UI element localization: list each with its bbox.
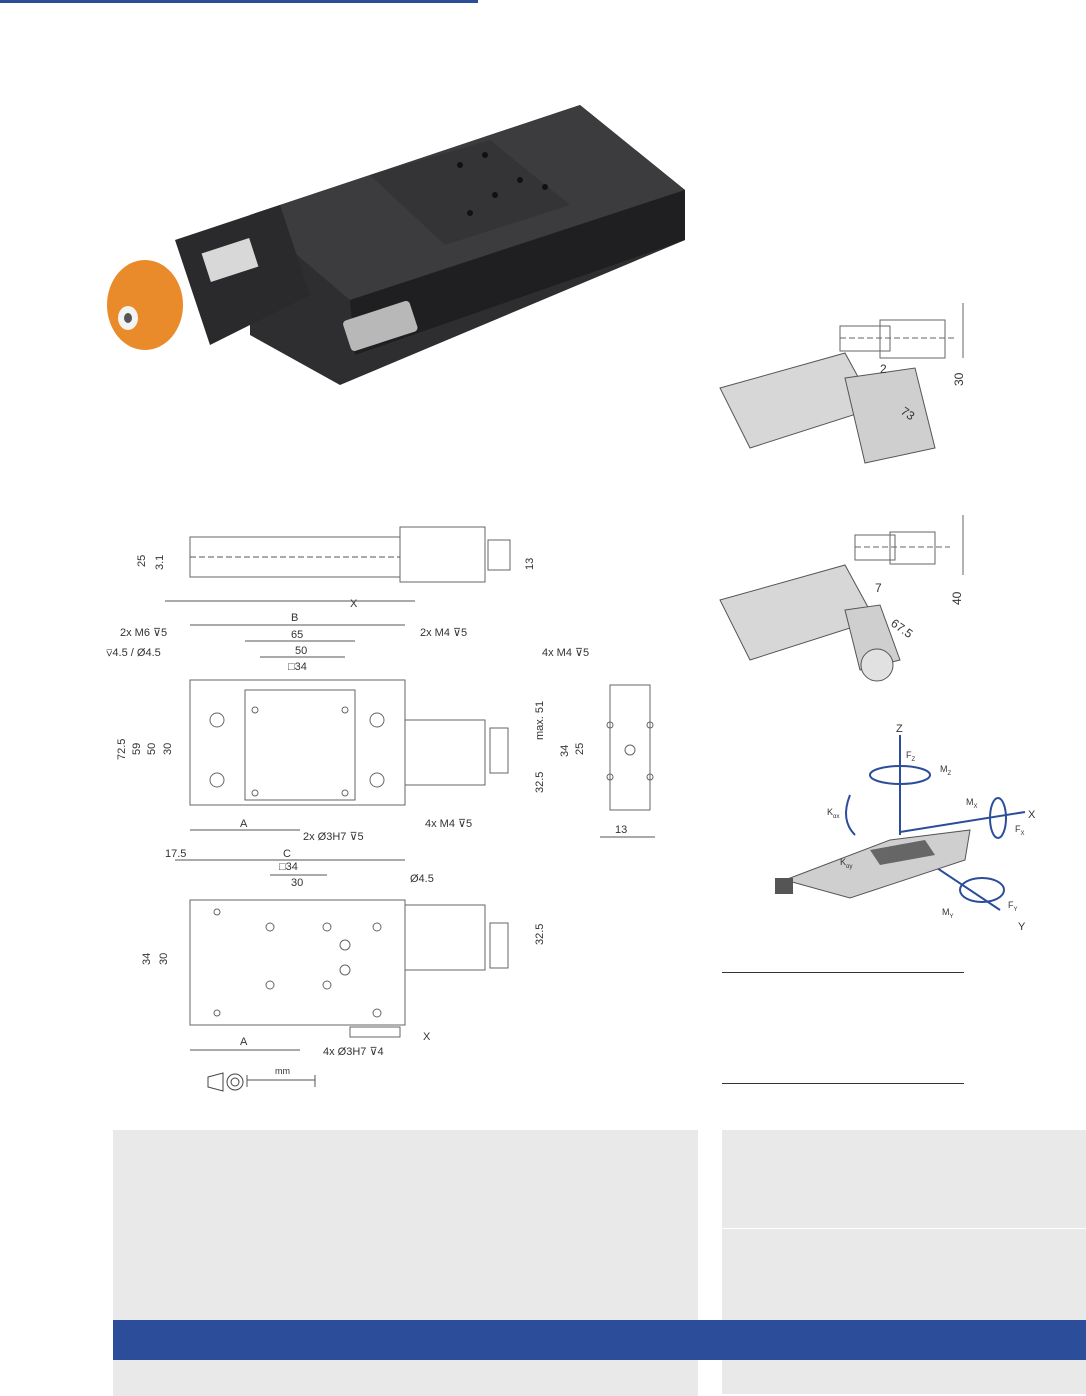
svg-text:FY: FY: [1008, 900, 1018, 913]
dim-30-motor: 30: [952, 372, 966, 386]
dim-50: 50: [295, 645, 307, 657]
label-mz-sub: Z: [948, 771, 952, 777]
technical-drawing: 25 3.1 13 X B 65 50 □34 2x M6 ⊽5 2x M4 ⊽…: [105, 526, 655, 1092]
dim-b: B: [291, 612, 298, 624]
axis-x: X: [1028, 809, 1036, 821]
dim-2: 2: [880, 362, 887, 376]
spec-panel-right-bottom: [722, 1229, 1086, 1394]
label-kax-sub: αx: [833, 814, 839, 820]
axis-y: Y: [1018, 921, 1026, 933]
label-fz: F: [906, 750, 912, 760]
dim-67-5: 67.5: [888, 616, 915, 641]
label-2x-3h7: 2x Ø3H7 ⊽5: [303, 831, 364, 843]
dim-a-bottom: A: [240, 1036, 248, 1048]
dim-30: 30: [162, 743, 174, 755]
motor-variant-2: 7 40 67.5: [719, 515, 964, 682]
svg-text:FZ: FZ: [906, 750, 916, 763]
dim-sq34: □34: [288, 661, 307, 673]
dim-end-34: 34: [559, 745, 571, 757]
dim-40: 40: [950, 591, 964, 605]
label-mz: M: [940, 764, 948, 774]
svg-text:Kαx: Kαx: [827, 807, 839, 820]
dim-59: 59: [131, 743, 143, 755]
dim-72-5: 72.5: [116, 739, 128, 760]
dim-50-v: 50: [146, 743, 158, 755]
rule-top: [722, 972, 964, 973]
dim-bottom-sq34: □34: [279, 861, 298, 873]
label-kay: K: [840, 857, 846, 867]
label-fz-sub: Z: [912, 757, 916, 763]
label-kay-sub: αy: [846, 864, 852, 870]
axis-z: Z: [896, 723, 903, 735]
spec-panel-right-top: [722, 1130, 1086, 1228]
svg-text:FX: FX: [1015, 824, 1025, 837]
dim-a-main: A: [240, 818, 248, 830]
axis-x-bottom: X: [423, 1031, 431, 1043]
dim-bottom-30-v: 30: [158, 953, 170, 965]
spec-panel-divider: [722, 1228, 1086, 1229]
label-mx: M: [966, 797, 974, 807]
dim-bottom-34: 34: [141, 953, 153, 965]
dim-3-1: 3.1: [154, 555, 166, 570]
label-mx-sub: X: [974, 804, 978, 810]
force-moment-diagram: Z X Y FZ MZ MX FX MY FY Kαx Kαy: [775, 723, 1036, 933]
label-4x-m4-bot: 4x M4 ⊽5: [425, 818, 472, 830]
motor-variant-1: 2 30 73: [719, 303, 966, 464]
label-d45: Ø4.5: [410, 873, 434, 885]
label-end-4x-m4: 4x M4 ⊽5: [542, 647, 589, 659]
svg-text:MX: MX: [966, 797, 978, 810]
footer-bar: [113, 1320, 1086, 1360]
label-fx-sub: X: [1021, 831, 1025, 837]
label-my-sub: Y: [950, 914, 954, 920]
label-fy-sub: Y: [1014, 907, 1018, 913]
label-fx: F: [1015, 824, 1021, 834]
dim-bottom-30: 30: [291, 877, 303, 889]
label-4x-3h7: 4x Ø3H7 ⊽4: [323, 1046, 384, 1058]
dim-max-51: max. 51: [534, 701, 546, 740]
svg-text:MZ: MZ: [940, 764, 952, 777]
label-fy: F: [1008, 900, 1014, 910]
units-mm: mm: [275, 1066, 290, 1076]
label-my: M: [942, 907, 950, 917]
svg-text:MY: MY: [942, 907, 954, 920]
dim-25: 25: [136, 555, 148, 567]
dim-65: 65: [291, 629, 303, 641]
product-photo: [107, 105, 685, 385]
dim-17-5: 17.5: [165, 848, 186, 860]
rule-bottom: [722, 1083, 964, 1084]
label-2x-m6: 2x M6 ⊽5: [120, 627, 167, 639]
dim-end-13: 13: [615, 824, 627, 836]
axis-x-top: X: [350, 598, 358, 610]
dim-32-5: 32.5: [534, 772, 546, 793]
label-2x-m4-top: 2x M4 ⊽5: [420, 627, 467, 639]
dim-c: C: [283, 848, 291, 860]
dim-bottom-32-5: 32.5: [534, 924, 546, 945]
label-kax: K: [827, 807, 833, 817]
dim-13-top: 13: [524, 558, 536, 570]
svg-text:Kαy: Kαy: [840, 857, 852, 870]
dim-7: 7: [875, 581, 882, 595]
label-8x-counterbore: 8x ⌴Ø8 ⊽4.5 / Ø4.5: [105, 647, 161, 659]
dim-end-25: 25: [574, 743, 586, 755]
top-accent-line: [0, 0, 478, 3]
